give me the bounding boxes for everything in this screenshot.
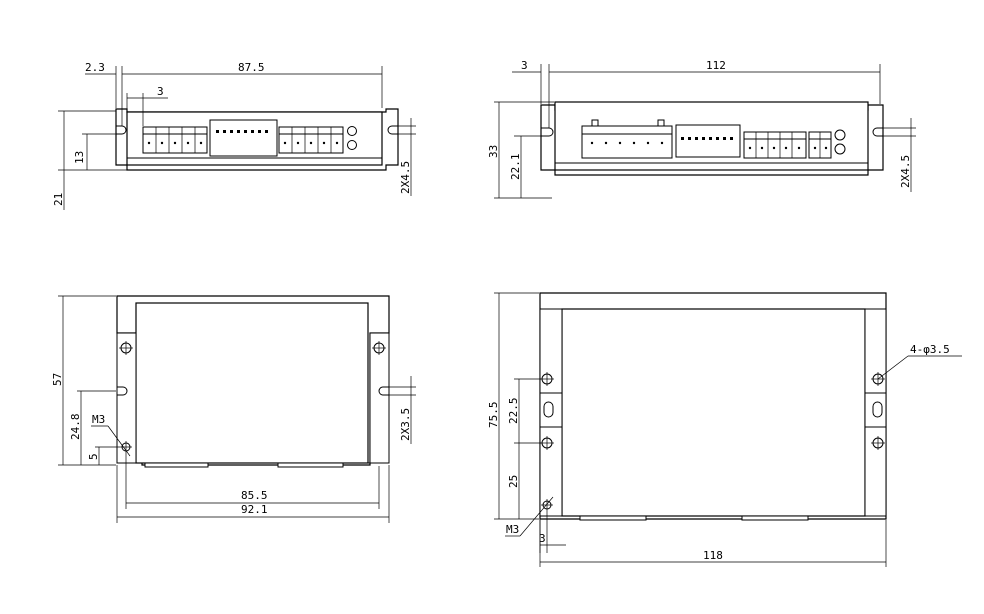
dim-flange-offset: 3 xyxy=(521,59,528,72)
terminal-block-left xyxy=(142,126,208,154)
dim-hole-spacing-lower: 25 xyxy=(507,475,520,488)
led-indicator xyxy=(347,126,357,136)
thread-label: M3 xyxy=(92,413,105,426)
connector-edge xyxy=(277,462,344,468)
dim-height: 57 xyxy=(51,373,64,386)
dim-body-width: 87.5 xyxy=(238,61,265,74)
mounting-foot-left xyxy=(116,332,137,464)
mounting-hole-icon xyxy=(372,341,386,355)
connector-edge xyxy=(741,515,809,521)
thread-label: M3 xyxy=(506,523,519,536)
led-indicator xyxy=(834,129,846,141)
mounting-slot-right xyxy=(872,127,883,137)
dim-flange-offset: 2.3 xyxy=(85,61,105,74)
dim-overall-width: 118 xyxy=(703,549,723,562)
dip-switch xyxy=(675,124,741,158)
mounting-slot-right xyxy=(864,392,887,428)
top-view-small: 57 24.8 5 M3 2X3.5 85.5 92.1 xyxy=(51,295,416,523)
mounting-hole-icon xyxy=(540,436,554,450)
dim-total-height: 33 xyxy=(487,145,500,158)
mounting-hole-icon xyxy=(540,372,554,386)
dim-slot-width: 2X4.5 xyxy=(899,155,912,188)
dim-height: 75.5 xyxy=(487,402,500,429)
dim-hole-height: 24.8 xyxy=(69,414,82,441)
power-terminal-dividers xyxy=(748,132,801,158)
dim-inner-width: 85.5 xyxy=(241,489,268,502)
housing xyxy=(135,302,369,464)
connector-edge xyxy=(579,515,647,521)
dim-overall-width: 92.1 xyxy=(241,503,268,516)
dim-terminal-offset: 3 xyxy=(157,85,164,98)
front-view-large: 3 112 33 22.1 2X4.5 xyxy=(487,59,916,199)
dip-switch xyxy=(209,119,278,157)
terminal-block-right xyxy=(278,126,344,154)
dim-body-width: 112 xyxy=(706,59,726,72)
mounting-slot-left xyxy=(541,127,554,137)
mounting-foot-right xyxy=(864,308,887,517)
mounting-hole-icon xyxy=(119,341,133,355)
mounting-slot-left xyxy=(116,125,127,135)
top-view-large: 75.5 22.5 25 M3 3 4-φ3.5 118 xyxy=(487,292,962,567)
terminal-dividers-left xyxy=(147,127,203,153)
led-indicator xyxy=(347,140,357,150)
mounting-slot-right xyxy=(378,386,389,396)
dim-slot-width: 2X4.5 xyxy=(399,161,412,194)
dim-hole-spacing-upper: 22.5 xyxy=(507,398,520,425)
oval-slot-icon xyxy=(872,401,883,418)
front-view-small: 2.3 87.5 3 21 13 2X4.5 xyxy=(52,61,416,210)
oval-slot-icon xyxy=(543,401,554,418)
dim-slot-width: 2X3.5 xyxy=(399,408,412,441)
dip-switch-pins xyxy=(216,130,268,133)
mounting-hole-icon xyxy=(871,436,885,450)
dim-slot-height: 22.1 xyxy=(509,154,522,181)
mounting-foot-right xyxy=(369,332,390,464)
signal-connector xyxy=(581,125,673,159)
dim-total-height: 21 xyxy=(52,193,65,206)
dim-hole-offset: 3 xyxy=(539,532,546,545)
led-indicator xyxy=(834,143,846,155)
signal-connector-pins xyxy=(590,141,664,145)
mounting-hole-icon xyxy=(541,499,553,511)
dim-hole-offset: 5 xyxy=(87,453,100,460)
housing xyxy=(561,308,866,517)
terminal-dividers-right xyxy=(283,127,339,153)
mounting-slot-left xyxy=(539,392,563,428)
mounting-slot-left xyxy=(117,386,128,396)
hole-callout-label: 4-φ3.5 xyxy=(910,343,950,356)
connector-edge xyxy=(144,462,209,468)
dim-slot-height: 13 xyxy=(73,151,86,164)
power-terminal xyxy=(743,131,807,159)
mounting-slot-right xyxy=(387,125,398,135)
mounting-foot-left xyxy=(539,308,563,517)
dip-switch-pins xyxy=(681,137,733,140)
